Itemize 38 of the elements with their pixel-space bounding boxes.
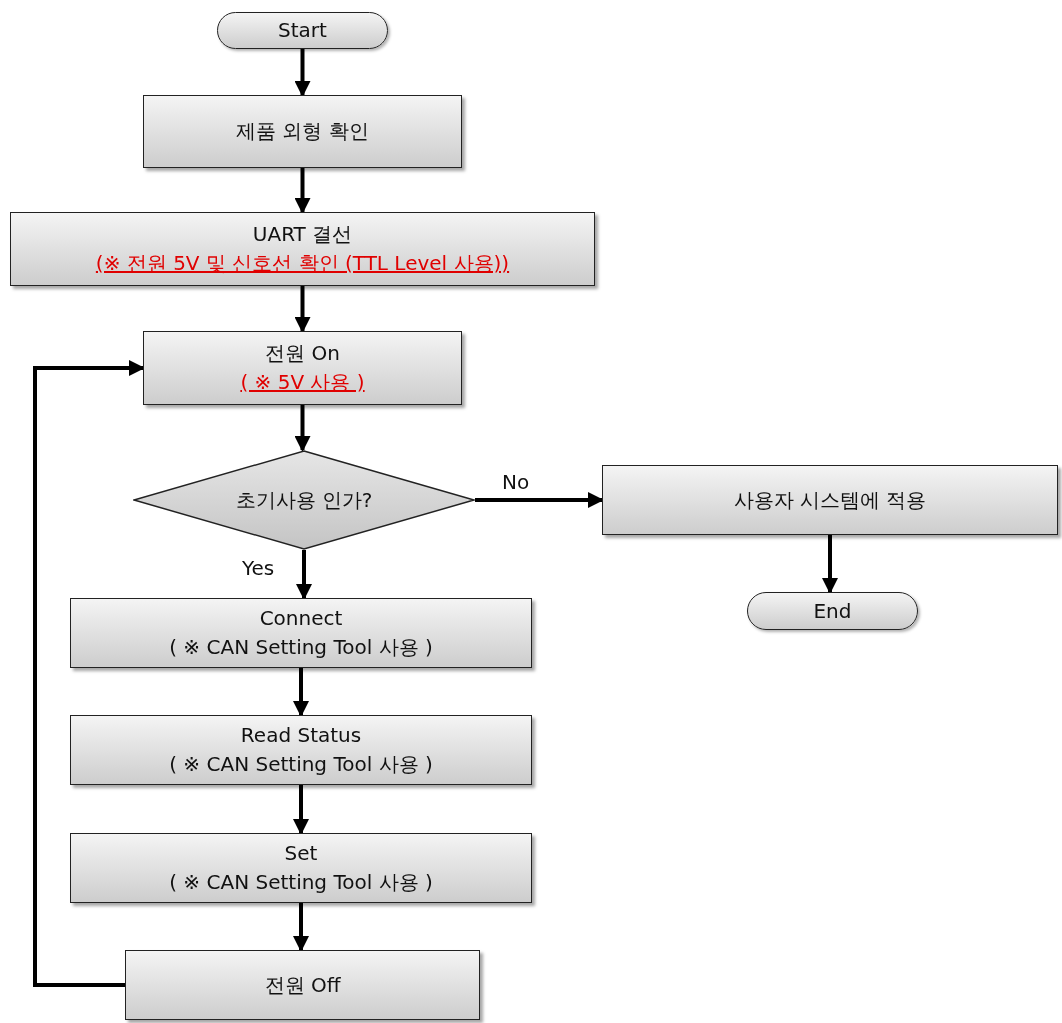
box-text: Connect bbox=[259, 605, 343, 632]
arrow bbox=[33, 360, 145, 987]
arrow bbox=[822, 535, 838, 594]
arrow bbox=[293, 785, 309, 835]
note-text: (※ 전원 5V 및 신호선 확인 (TTL Level 사용)) bbox=[95, 250, 510, 277]
process-box bbox=[125, 950, 480, 1020]
box-text: 사용자 시스템에 적용 bbox=[733, 486, 927, 514]
process-box bbox=[143, 331, 462, 405]
box-text: 전원 Off bbox=[264, 971, 341, 999]
arrow bbox=[475, 492, 604, 508]
box-text: 전원 On bbox=[265, 340, 340, 367]
process-box bbox=[10, 212, 595, 286]
terminal-box bbox=[747, 592, 918, 630]
process-box bbox=[143, 95, 462, 168]
process-box bbox=[70, 833, 532, 903]
box-text: Read Status bbox=[240, 722, 362, 749]
arrow bbox=[294, 405, 311, 452]
box-text: ( ※ CAN Setting Tool 사용 ) bbox=[169, 869, 433, 896]
box-text: 초기사용 인가? bbox=[235, 486, 373, 514]
note-text: ( ※ 5V 사용 ) bbox=[240, 369, 365, 396]
process-box bbox=[70, 715, 532, 785]
arrow bbox=[294, 168, 311, 214]
arrow bbox=[294, 286, 311, 333]
box-text: 제품 외형 확인 bbox=[236, 118, 369, 145]
arrow bbox=[293, 903, 309, 952]
box-text: Set bbox=[284, 840, 318, 867]
box-text: ( ※ CAN Setting Tool 사용 ) bbox=[169, 751, 433, 778]
box-text: Start bbox=[278, 17, 327, 44]
terminal-box bbox=[217, 12, 388, 49]
box-text: UART 결선 bbox=[252, 221, 353, 248]
arrow bbox=[294, 49, 311, 97]
arrow bbox=[293, 668, 309, 717]
box-text: ( ※ CAN Setting Tool 사용 ) bbox=[169, 634, 433, 661]
box-text: End bbox=[813, 597, 852, 625]
process-box bbox=[70, 598, 532, 668]
arrow bbox=[296, 550, 312, 600]
decision-diamond bbox=[133, 450, 475, 550]
process-box bbox=[602, 465, 1058, 535]
